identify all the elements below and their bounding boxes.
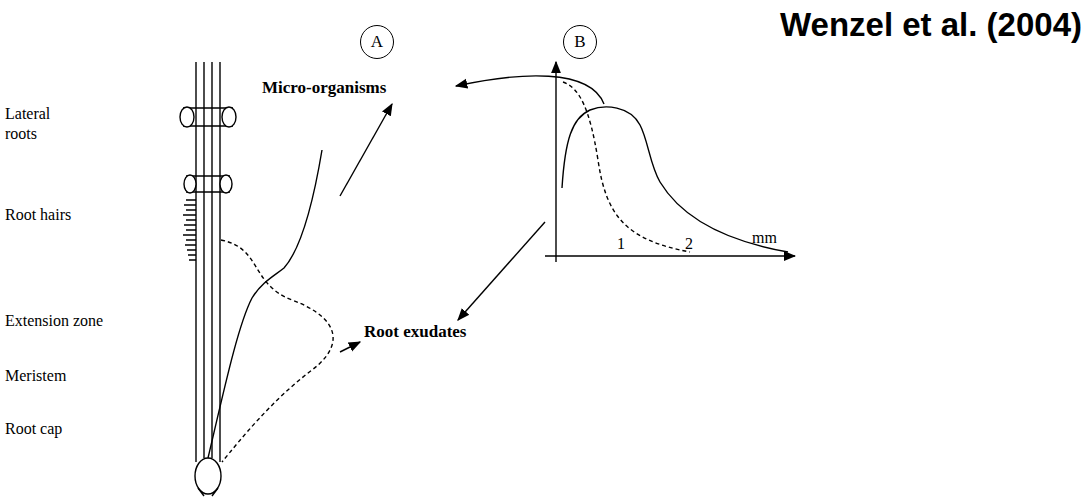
zone-label: Lateral roots bbox=[5, 104, 65, 144]
panel-letter: B bbox=[574, 32, 585, 52]
panel-letter: A bbox=[371, 32, 383, 52]
zone-label: Root cap bbox=[5, 419, 62, 439]
zone-label: Root hairs bbox=[5, 205, 71, 225]
panel-letter-circle: B bbox=[563, 25, 597, 59]
group-label: Micro-organisms bbox=[262, 78, 386, 98]
panel-letter-circle: A bbox=[360, 25, 394, 59]
group-label: Root exudates bbox=[364, 322, 466, 342]
zone-label: Extension zone bbox=[5, 311, 103, 331]
figure-title: Wenzel et al. (2004) bbox=[780, 6, 1082, 44]
zone-label: Meristem bbox=[5, 366, 66, 386]
axis-tick: 1 bbox=[617, 234, 625, 254]
axis-tick: 2 bbox=[685, 234, 693, 254]
axis-unit: mm bbox=[752, 228, 777, 248]
